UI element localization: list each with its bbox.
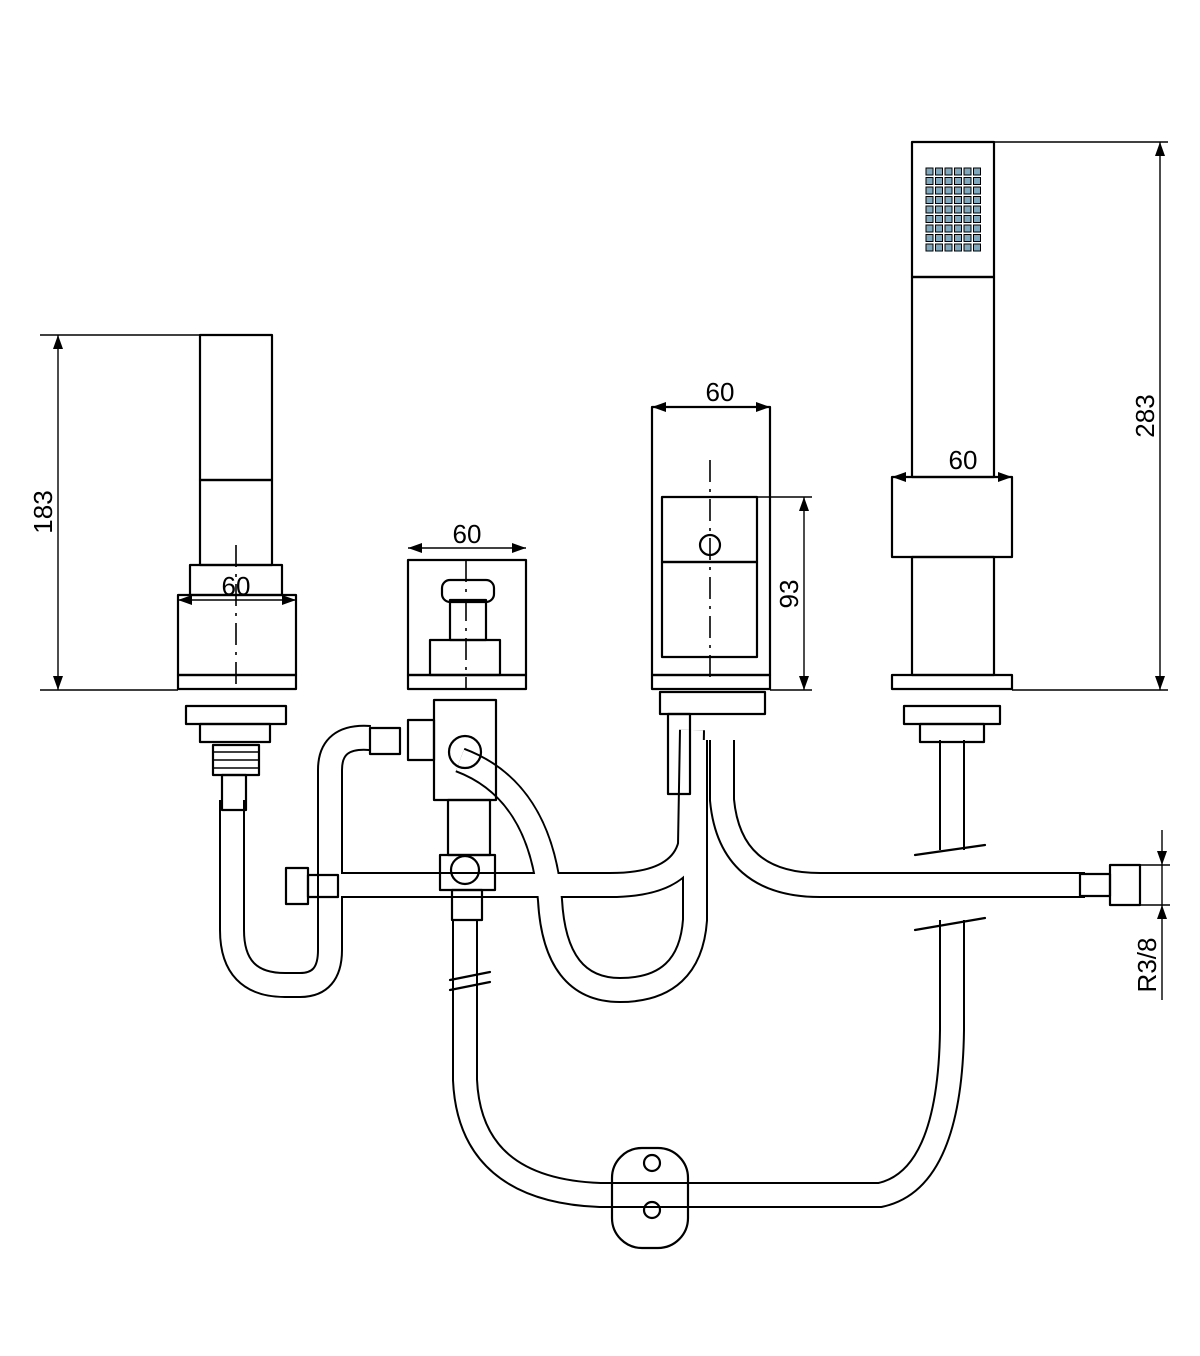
nozzle: [925, 186, 934, 195]
hoses: [219, 724, 1085, 1208]
nozzle: [935, 234, 943, 242]
nozzle: [944, 177, 953, 185]
nozzle: [954, 215, 962, 223]
nozzle: [944, 224, 953, 233]
hose-connectors: [284, 726, 1142, 907]
nozzle: [925, 215, 934, 223]
nozzle: [973, 177, 981, 185]
nozzle: [973, 186, 981, 195]
arrowhead: [512, 543, 526, 553]
arrowhead: [408, 543, 422, 553]
nozzle: [944, 186, 953, 195]
nozzle: [944, 243, 953, 252]
nozzle: [935, 196, 943, 204]
hose-right-to-supply: [709, 740, 1085, 898]
arrowhead: [799, 497, 809, 511]
nozzle: [954, 243, 962, 252]
nozzle: [973, 167, 981, 176]
nozzle: [973, 196, 981, 204]
shower-width-label: 60: [949, 445, 978, 475]
nozzle: [973, 243, 981, 252]
nozzle: [973, 234, 981, 242]
dimension-lines: [40, 141, 1170, 1000]
nozzle: [925, 167, 934, 176]
nozzle: [935, 167, 943, 176]
mixer-height-label: 93: [774, 580, 804, 609]
diverter-assembly: [406, 558, 528, 922]
nozzle: [935, 205, 943, 214]
nozzle: [944, 167, 953, 176]
nozzle: [963, 167, 972, 176]
nozzle: [935, 177, 943, 185]
nozzle: [973, 205, 981, 214]
nozzle: [963, 205, 972, 214]
arrowhead: [1155, 142, 1165, 156]
hand-shower-assembly: [890, 140, 1014, 744]
thread-label: R3/8: [1132, 938, 1162, 993]
nozzle: [925, 177, 934, 185]
nozzle: [925, 243, 934, 252]
arrowhead: [756, 402, 770, 412]
nozzle: [935, 243, 943, 252]
arrowhead: [1155, 676, 1165, 690]
mixer-assembly: [650, 405, 772, 796]
hose-clip: [610, 1146, 690, 1250]
nozzle: [973, 215, 981, 223]
nozzle: [954, 167, 962, 176]
arrowhead: [282, 595, 296, 605]
nozzle: [935, 186, 943, 195]
nozzle: [944, 196, 953, 204]
arrowhead: [998, 472, 1012, 482]
arrowheads: [53, 142, 1167, 919]
nozzle: [954, 205, 962, 214]
arrowhead: [1157, 851, 1167, 865]
nozzle: [944, 215, 953, 223]
nozzle: [935, 215, 943, 223]
nozzle: [925, 234, 934, 242]
nozzle: [954, 234, 962, 242]
arrowhead: [53, 676, 63, 690]
arrowhead: [799, 676, 809, 690]
spout-height-label: 183: [28, 490, 58, 533]
nozzle: [954, 177, 962, 185]
nozzle: [963, 243, 972, 252]
arrowhead: [53, 335, 63, 349]
hose-lower-loop: [452, 920, 965, 1208]
nozzle: [954, 224, 962, 233]
nozzle: [954, 196, 962, 204]
nozzle: [954, 186, 962, 195]
mixer-width-label: 60: [706, 377, 735, 407]
spout-assembly: [176, 333, 298, 812]
spout-width-label: 60: [222, 571, 251, 601]
nozzle: [963, 177, 972, 185]
arrowhead: [178, 595, 192, 605]
nozzle: [944, 205, 953, 214]
nozzle: [925, 205, 934, 214]
nozzle: [925, 224, 934, 233]
shower-nozzle-grid: [925, 167, 981, 252]
nozzle: [944, 234, 953, 242]
nozzle: [935, 224, 943, 233]
arrowhead: [1157, 905, 1167, 919]
arrowhead: [652, 402, 666, 412]
nozzle: [973, 224, 981, 233]
nozzle: [963, 224, 972, 233]
nozzle: [963, 196, 972, 204]
nozzle: [963, 234, 972, 242]
shower-height-label: 283: [1130, 394, 1160, 437]
nozzle: [963, 186, 972, 195]
diverter-width-label: 60: [453, 519, 482, 549]
nozzle: [925, 196, 934, 204]
arrowhead: [892, 472, 906, 482]
nozzle: [963, 215, 972, 223]
